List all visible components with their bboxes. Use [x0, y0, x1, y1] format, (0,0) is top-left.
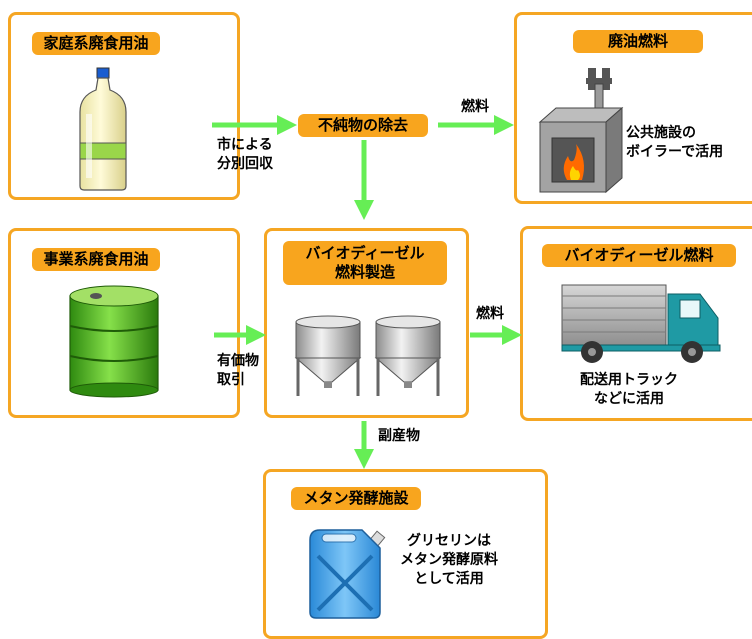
flow-arrows: [212, 115, 522, 469]
oil-bottle-icon: [79, 67, 127, 191]
storage-tanks-icon: [294, 315, 442, 396]
business-oil-title: 事業系廃食用油: [32, 248, 160, 271]
household-oil-title: 家庭系廃食用油: [32, 32, 160, 55]
tank-left: [294, 315, 362, 396]
paid-trade-line1: 有価物: [217, 353, 259, 369]
truck-icon: [561, 284, 721, 363]
byproduct-label: 副産物: [378, 428, 420, 444]
boiler-icon: [538, 68, 624, 194]
city-collection-line1: 市による: [217, 137, 273, 153]
waste-oil-fuel-note-line2: ボイラーで活用: [626, 143, 724, 160]
methane-note-line2: メタン発酵原料: [400, 551, 498, 568]
bdf-fuel-note: 配送用トラック などに活用: [580, 371, 678, 409]
bdf-fuel-note-line1: 配送用トラック: [580, 372, 678, 388]
bdf-fuel-title: バイオディーゼル燃料: [542, 244, 736, 267]
bdf-production-title-line1: バイオディーゼル: [305, 244, 425, 262]
fuel-mid-label: 燃料: [476, 306, 504, 322]
diagram-graphics: [69, 67, 721, 619]
paid-trade-line2: 取引: [217, 371, 245, 388]
city-collection-line2: 分別回収: [217, 155, 273, 172]
paid-trade-label: 有価物 取引: [217, 352, 259, 390]
city-collection-label: 市による 分別回収: [217, 136, 273, 174]
fuel-top-label: 燃料: [461, 99, 489, 115]
tank-right: [374, 315, 442, 396]
waste-oil-fuel-note-line1: 公共施設の: [626, 125, 696, 141]
waste-oil-fuel-title: 廃油燃料: [573, 30, 703, 53]
bdf-production-title-line2: 燃料製造: [334, 262, 395, 281]
impurity-removal-title: 不純物の除去: [298, 114, 428, 137]
methane-note-line1: グリセリンは: [407, 533, 491, 549]
jerrycan-icon: [309, 529, 386, 619]
bdf-fuel-note-line2: などに活用: [594, 390, 664, 407]
methane-note: グリセリンは メタン発酵原料 として活用: [400, 532, 498, 589]
methane-title: メタン発酵施設: [291, 487, 421, 510]
bdf-production-title: バイオディーゼル 燃料製造: [283, 241, 447, 285]
methane-note-line3: として活用: [414, 570, 484, 587]
drum-icon: [69, 285, 159, 398]
waste-oil-fuel-note: 公共施設の ボイラーで活用: [626, 124, 723, 162]
